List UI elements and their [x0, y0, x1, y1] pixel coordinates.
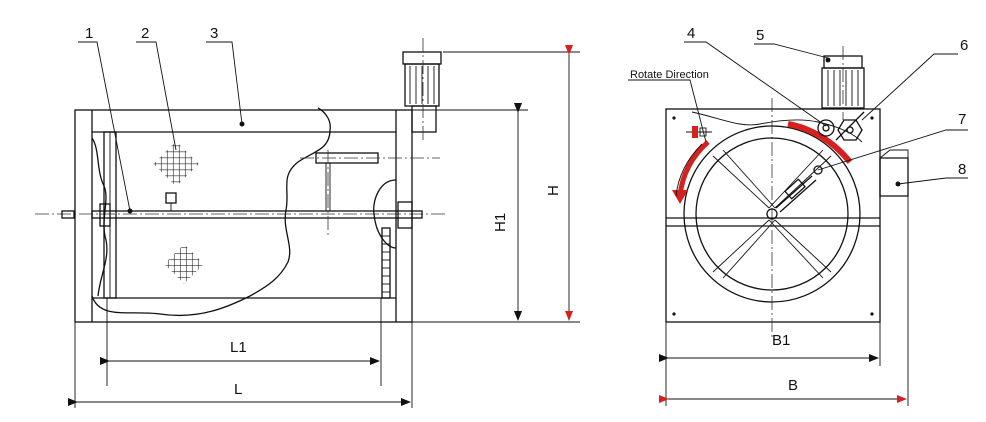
nozzle [775, 165, 823, 213]
front-dimensions: L1 L H1 H [68, 45, 580, 408]
dim-l: L [234, 381, 242, 398]
outlet-box [879, 157, 909, 197]
main-shaft [91, 210, 423, 219]
gear-assembly [817, 111, 865, 141]
side-callouts: 4 5 6 7 8 Rotate Direction [628, 25, 968, 185]
mesh-patch [153, 141, 199, 187]
callout-1: 1 [85, 25, 93, 42]
dim-l1: L1 [230, 339, 247, 356]
callout-5: 5 [756, 27, 764, 44]
mesh-patch [164, 244, 204, 284]
callout-8: 8 [958, 161, 966, 178]
break-line [91, 107, 331, 317]
callout-7: 7 [958, 111, 966, 128]
front-callouts: 1 2 3 [78, 25, 243, 212]
front-motor [402, 38, 442, 140]
callout-6: 6 [960, 37, 968, 54]
callout-3: 3 [210, 25, 218, 42]
front-view [35, 38, 445, 323]
side-housing [665, 108, 881, 323]
drum-inner-ring [695, 137, 849, 291]
side-view [665, 46, 909, 340]
drum-outer-ring [683, 125, 861, 303]
callout-4: 4 [687, 25, 695, 42]
dim-b: B [788, 377, 798, 394]
dim-h1: H1 [492, 213, 509, 232]
dim-h: H [545, 185, 562, 196]
brush-red [787, 121, 853, 164]
front-frame [74, 109, 413, 323]
callout-2: 2 [141, 25, 149, 42]
side-motor [821, 46, 865, 120]
rotate-direction-label: Rotate Direction [630, 69, 709, 81]
dim-b1: B1 [772, 332, 790, 349]
side-dimensions: B1 B [659, 196, 909, 406]
